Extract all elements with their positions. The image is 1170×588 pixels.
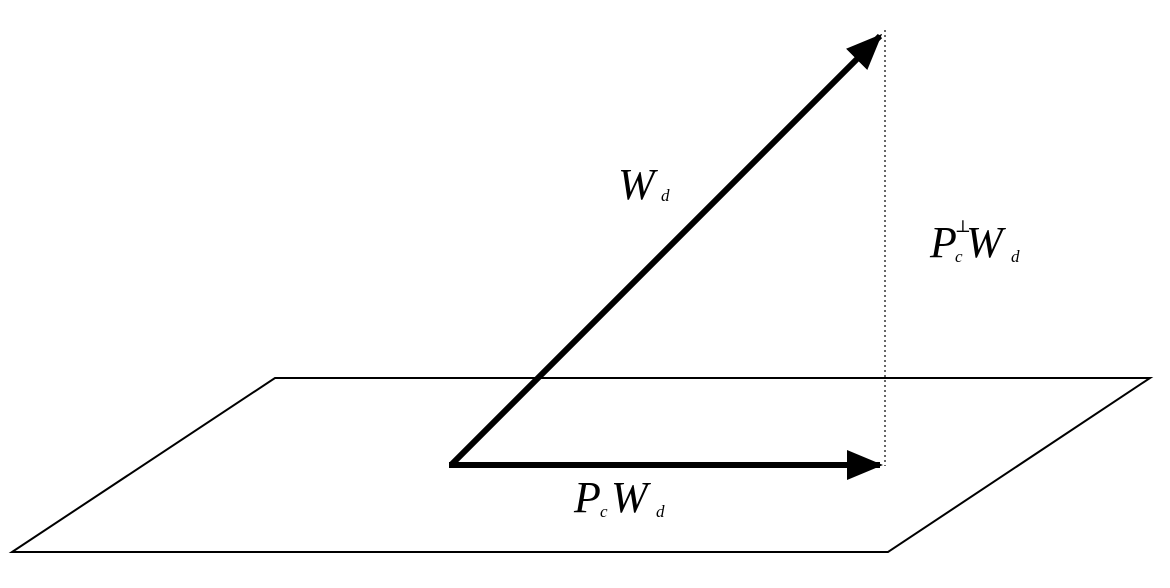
label-p-c-perp-w-d: P c ⊥ W d <box>929 217 1020 267</box>
label-proj-w: W <box>611 473 651 522</box>
label-perp-w-sub: d <box>1011 247 1020 266</box>
vector-w-d-arrow <box>448 33 883 468</box>
label-perp-p-sup: ⊥ <box>955 217 971 236</box>
label-w-d-main: W <box>618 160 658 209</box>
plane-parallelogram <box>8 377 1154 553</box>
label-proj-p: P <box>573 473 601 522</box>
label-proj-p-sub: c <box>600 502 608 521</box>
label-proj-w-sub: d <box>656 502 665 521</box>
label-p-c-w-d: P c W d <box>573 473 665 522</box>
label-perp-w: W <box>966 218 1006 267</box>
label-perp-p: P <box>929 218 957 267</box>
label-w-d: W d <box>618 160 670 209</box>
label-perp-p-sub: c <box>955 247 963 266</box>
label-w-d-sub: d <box>661 186 670 205</box>
